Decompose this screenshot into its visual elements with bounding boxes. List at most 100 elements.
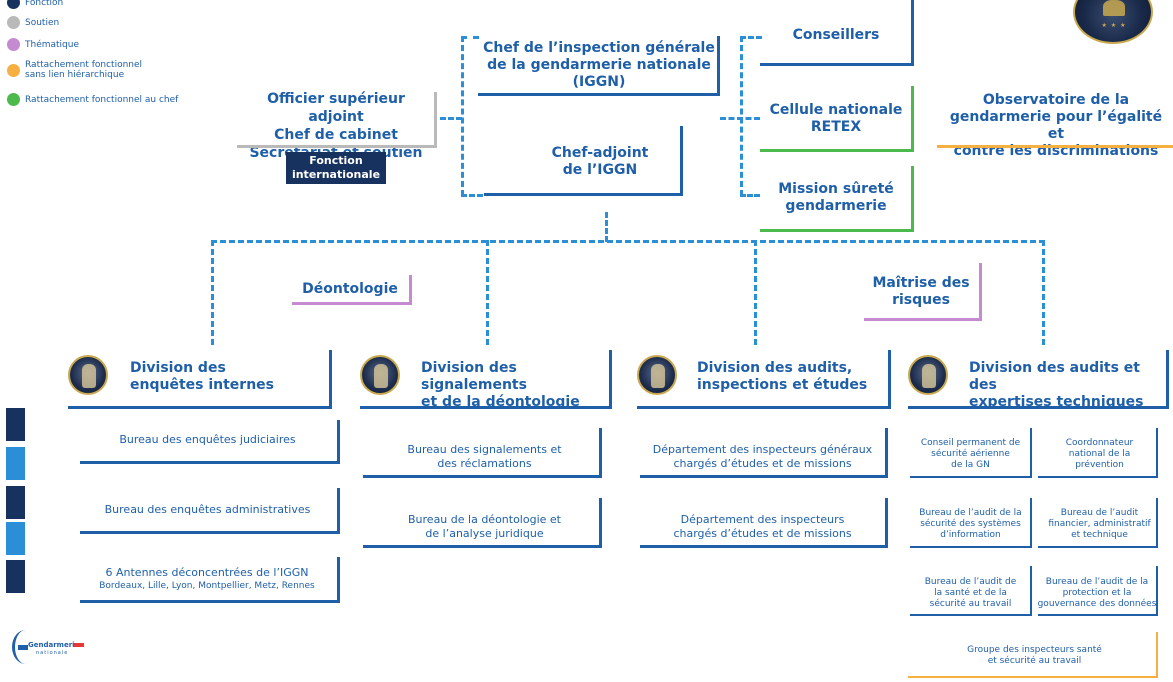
legend-label-fonction: Fonction: [25, 0, 64, 8]
division-1-bureau-1-bar-v: [337, 420, 340, 464]
division-4-bureau-7: Groupe des inspecteurs santé et sécurité…: [912, 645, 1157, 667]
division-1-bureau-1: Bureau des enquêtes judiciaires: [80, 433, 335, 447]
logo-text: Gendarmerie: [28, 641, 80, 649]
risques-bar-v: [979, 263, 982, 321]
division-3-bar-v: [888, 350, 891, 409]
division-2-bar-v: [609, 350, 612, 409]
bureau-line1: Bureau de l’audit de la: [919, 508, 1022, 518]
officer-line1: Officier supérieur adjoint: [267, 91, 405, 125]
division-4-bureau-7-bar-v: [1156, 632, 1158, 678]
bureau-label: 6 Antennes déconcentrées de l’IGGN: [105, 566, 309, 579]
division-4-bureau-3-bar-v: [1030, 498, 1032, 548]
division-4-bureau-2-bar-v: [1156, 428, 1158, 478]
bureau-line2: sécurité aérienne: [931, 449, 1010, 459]
bureau-line1: Bureau de l’audit de: [924, 577, 1017, 587]
conseillers-bar-h: [760, 63, 914, 66]
division-3-bureau-2-bar-v: [885, 498, 888, 548]
conseillers-box: Conseillers: [762, 27, 910, 44]
deontologie-bar-h: [292, 302, 412, 305]
division-4-bureau-1-bar-v: [1030, 428, 1032, 478]
surete-bar-h: [760, 229, 914, 232]
chief-bar-h: [478, 93, 720, 96]
officer-box: Officier supérieur adjoint Chef de cabin…: [238, 90, 434, 162]
observatoire-line1: Observatoire de la: [982, 92, 1130, 108]
division-1-bureau-2-bar-v: [337, 488, 340, 534]
division-2-title: Division des signalements et de la déont…: [421, 360, 611, 411]
side-square: [6, 560, 25, 593]
gendarmerie-seal-icon: ★ ★ ★: [1073, 0, 1153, 44]
bureau-line1: Bureau de l’audit de la: [1045, 577, 1149, 587]
international-line2: internationale: [291, 168, 381, 181]
chief-bar-v: [717, 36, 720, 96]
connector-right-top: [740, 36, 762, 39]
division-4-bureau-4-bar-h: [1038, 546, 1158, 548]
risques-box: Maîtrise des risques: [866, 275, 976, 309]
division-4-title: Division des audits et des expertises te…: [969, 360, 1169, 411]
side-square: [6, 522, 25, 555]
connector-right-v: [740, 36, 743, 196]
division-3-title-line1: Division des audits,: [697, 360, 853, 376]
retex-line2: RETEX: [810, 119, 862, 135]
bureau-line3: sécurité au travail: [929, 599, 1012, 609]
side-square: [6, 486, 25, 519]
division-3-bureau-1-bar-v: [885, 428, 888, 478]
bureau-label-line2: des réclamations: [437, 457, 532, 470]
deontologie-label: Déontologie: [302, 281, 398, 297]
division-3-title: Division des audits, inspections et étud…: [697, 360, 887, 394]
side-square: [6, 408, 25, 441]
bureau-label: Bureau des enquêtes judiciaires: [119, 433, 296, 446]
division-2-bureau-1: Bureau des signalements et des réclamati…: [372, 443, 597, 471]
connector-division-bus: [211, 240, 1045, 243]
division-2-bureau-1-bar-v: [599, 428, 602, 478]
division-4-bureau-5-bar-h: [910, 614, 1032, 616]
connector-officer-h: [440, 117, 462, 120]
division-3-title-line2: inspections et études: [697, 377, 868, 393]
division-4-bureau-2-bar-h: [1038, 476, 1158, 478]
division-3-bureau-2: Département des inspecteurs chargés d’ét…: [640, 513, 885, 541]
chief-title-line3: (IGGN): [572, 74, 626, 90]
bureau-line3: d’information: [940, 530, 1001, 540]
division-4-bureau-7-bar-h: [908, 676, 1158, 678]
division-1-bureau-2-bar-h: [80, 531, 340, 534]
division-2-bar-h: [360, 406, 612, 409]
bureau-label-line1: Département des inspecteurs généraux: [652, 443, 873, 456]
division-4-bureau-4: Bureau de l’audit financier, administrat…: [1042, 508, 1157, 541]
division-4-bureau-3: Bureau de l’audit de la sécurité des sys…: [913, 508, 1028, 541]
retex-box: Cellule nationale RETEX: [762, 102, 910, 136]
logo-arc-icon: [12, 630, 39, 664]
logo-subtext: nationale: [36, 650, 69, 656]
connector-top-left-v: [461, 36, 464, 196]
legend-dot-soutien: [7, 16, 20, 29]
bureau-line2: national de la: [1068, 449, 1131, 459]
division-1-bureau-3: 6 Antennes déconcentrées de l’IGGN Borde…: [76, 566, 338, 592]
bureau-label-line2: chargés d’études et de missions: [673, 457, 852, 470]
conseillers-bar-v: [911, 0, 914, 66]
division-emblem-icon: [360, 355, 400, 395]
officer-bar-v: [434, 92, 437, 148]
risques-bar-h: [864, 318, 982, 321]
division-4-bar-h: [908, 406, 1169, 409]
bureau-label-line1: Département des inspecteurs: [680, 513, 845, 526]
legend-label-soutien: Soutien: [25, 18, 60, 28]
legend-dot-fonction: [7, 0, 20, 9]
retex-line1: Cellule nationale: [769, 102, 903, 118]
bureau-line2: sécurité des systèmes: [920, 519, 1021, 529]
deontologie-box: Déontologie: [294, 281, 406, 297]
division-4-bureau-1-bar-h: [910, 476, 1032, 478]
legend-dot-chef: [7, 93, 20, 106]
connector-right-mid: [720, 117, 760, 120]
division-1-title: Division des enquêtes internes: [130, 360, 330, 394]
bureau-line1: Conseil permanent de: [920, 438, 1021, 448]
bureau-line2: et sécurité au travail: [987, 656, 1082, 666]
bureau-label-line1: Bureau de la déontologie et: [408, 513, 561, 526]
deputy-box: Chef-adjoint de l’IGGN: [530, 145, 670, 179]
gendarmerie-logo: Gendarmerie nationale: [10, 628, 90, 668]
officer-line2: Chef de cabinet: [274, 127, 398, 143]
surete-box: Mission sûreté gendarmerie: [762, 181, 910, 215]
division-1-bureau-3-bar-v: [337, 557, 340, 603]
bureau-line2: financier, administratif: [1048, 519, 1151, 529]
international-line1: Fonction: [309, 154, 363, 167]
bureau-line1: Bureau de l’audit: [1060, 508, 1139, 518]
conseillers-label: Conseillers: [792, 27, 880, 43]
division-1-bar-v: [329, 350, 332, 409]
